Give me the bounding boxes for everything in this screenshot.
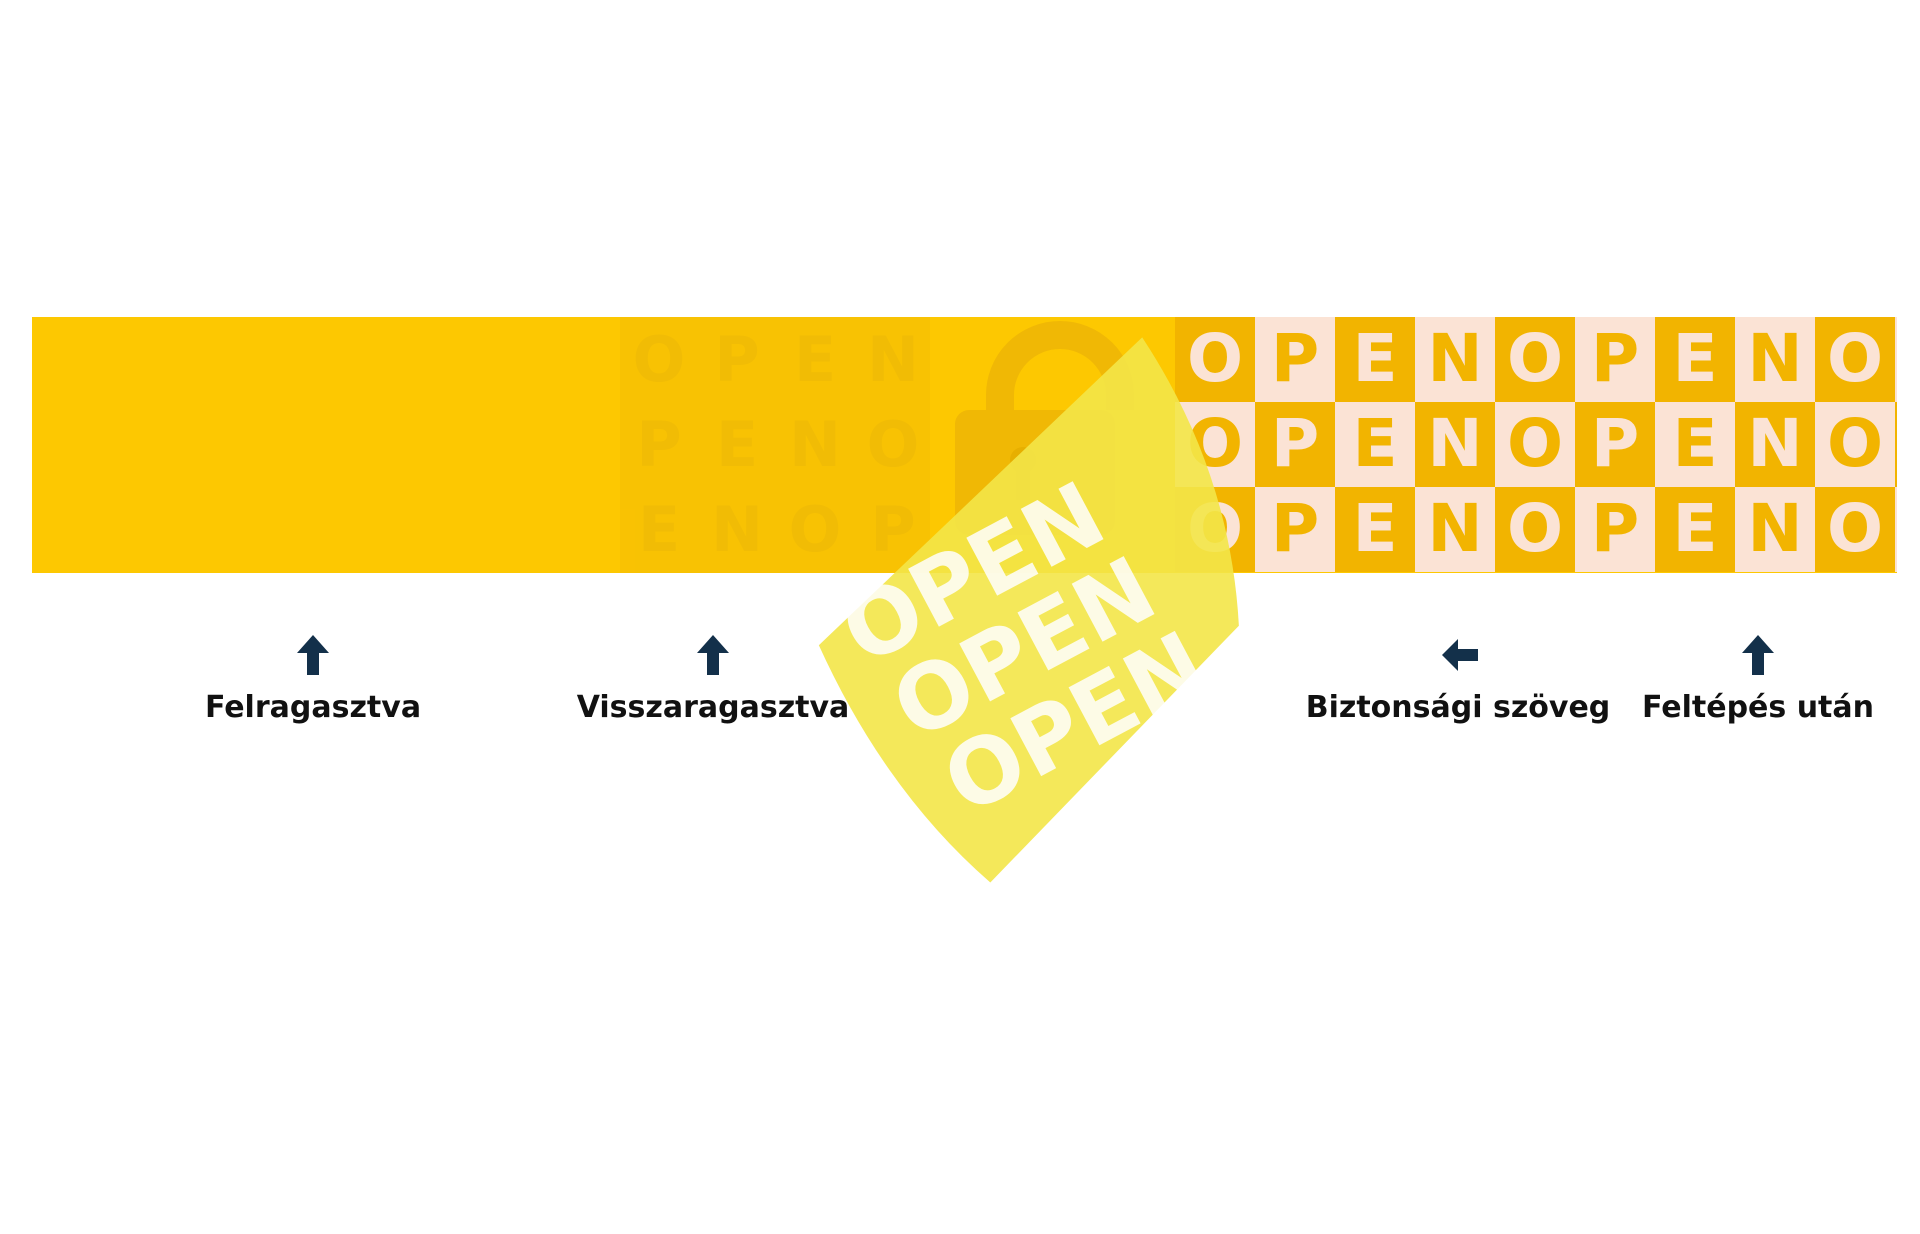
pattern-cell — [1815, 402, 1895, 487]
pattern-cell — [1255, 487, 1335, 572]
pattern-letter: N — [1427, 490, 1482, 567]
pattern-cell — [1895, 317, 1897, 402]
pattern-cell — [1495, 317, 1575, 402]
pattern-cell — [1415, 317, 1495, 402]
pattern-letter: O — [1507, 490, 1563, 567]
pattern-letter: P — [1271, 490, 1319, 567]
pattern-cell — [1575, 402, 1655, 487]
pattern-letter: N — [1427, 405, 1482, 482]
caption-label: Feltépés után — [1641, 690, 1875, 725]
pattern-cell — [1495, 487, 1575, 572]
ghost-letter: O — [633, 323, 686, 396]
pattern-cell — [1895, 487, 1897, 572]
pattern-letter: P — [1911, 490, 1920, 567]
pattern-cell — [1735, 402, 1815, 487]
caption-label: Visszaragasztva — [576, 690, 850, 725]
pattern-letter: O — [1507, 320, 1563, 397]
pattern-letter: P — [1271, 405, 1319, 482]
ghost-letter: O — [867, 408, 920, 481]
ghost-letter: P — [636, 408, 681, 481]
ghost-letter: N — [867, 323, 919, 396]
pattern-cell — [1655, 402, 1735, 487]
ghost-letter: N — [789, 408, 841, 481]
up-arrow-icon — [683, 625, 743, 685]
pattern-cell — [1335, 402, 1415, 487]
pattern-letter: O — [1827, 405, 1883, 482]
pattern-cell — [1335, 487, 1415, 572]
up-arrow-icon — [283, 625, 343, 685]
pattern-letter: E — [1352, 320, 1397, 397]
pattern-letter: O — [1187, 320, 1243, 397]
ghost-letter: O — [789, 493, 842, 566]
pattern-letter: O — [1827, 490, 1883, 567]
pattern-letter: O — [1507, 405, 1563, 482]
pattern-cell — [1415, 402, 1495, 487]
pattern-cell — [1655, 317, 1735, 402]
pattern-cell — [1175, 317, 1255, 402]
pattern-cell — [1815, 317, 1895, 402]
pattern-letter: E — [1672, 490, 1717, 567]
pattern-cell — [1575, 487, 1655, 572]
pattern-cell — [1255, 317, 1335, 402]
pattern-letter: E — [1352, 490, 1397, 567]
pattern-letter: P — [1911, 405, 1920, 482]
ghost-letter: P — [870, 493, 915, 566]
revealed-pattern: OPENOPENOPENOPENOPENOPENOPENOPENOPEN — [1175, 317, 1920, 572]
pattern-cell — [1255, 402, 1335, 487]
ghost-letter: E — [716, 408, 758, 481]
pattern-cell — [1575, 317, 1655, 402]
pattern-letter: E — [1352, 405, 1397, 482]
pattern-cell — [1735, 487, 1815, 572]
pattern-cell — [1655, 487, 1735, 572]
pattern-cell — [1815, 487, 1895, 572]
pattern-letter: E — [1672, 405, 1717, 482]
ghost-letter: E — [794, 323, 836, 396]
pattern-letter: N — [1427, 320, 1482, 397]
pattern-cell — [1415, 487, 1495, 572]
pattern-letter: P — [1591, 405, 1639, 482]
pattern-letter: O — [1827, 320, 1883, 397]
pattern-letter: E — [1672, 320, 1717, 397]
pattern-letter: P — [1911, 320, 1920, 397]
pattern-cell — [1895, 402, 1897, 487]
pattern-cell — [1335, 317, 1415, 402]
pattern-letter: P — [1591, 320, 1639, 397]
up-arrow-icon — [1728, 625, 1788, 685]
pattern-letter: P — [1591, 490, 1639, 567]
pattern-letter: P — [1271, 320, 1319, 397]
pattern-letter: N — [1747, 320, 1802, 397]
pattern-cell — [1735, 317, 1815, 402]
ghost-letter: E — [638, 493, 680, 566]
pattern-cell — [1495, 402, 1575, 487]
ghost-letter: N — [711, 493, 763, 566]
left-arrow-icon — [1428, 625, 1488, 685]
pattern-letter: N — [1747, 405, 1802, 482]
ghost-letter: P — [714, 323, 759, 396]
pattern-letter: N — [1747, 490, 1802, 567]
caption-label: Biztonsági szöveg — [1305, 690, 1611, 725]
caption-label: Felragasztva — [204, 690, 422, 725]
